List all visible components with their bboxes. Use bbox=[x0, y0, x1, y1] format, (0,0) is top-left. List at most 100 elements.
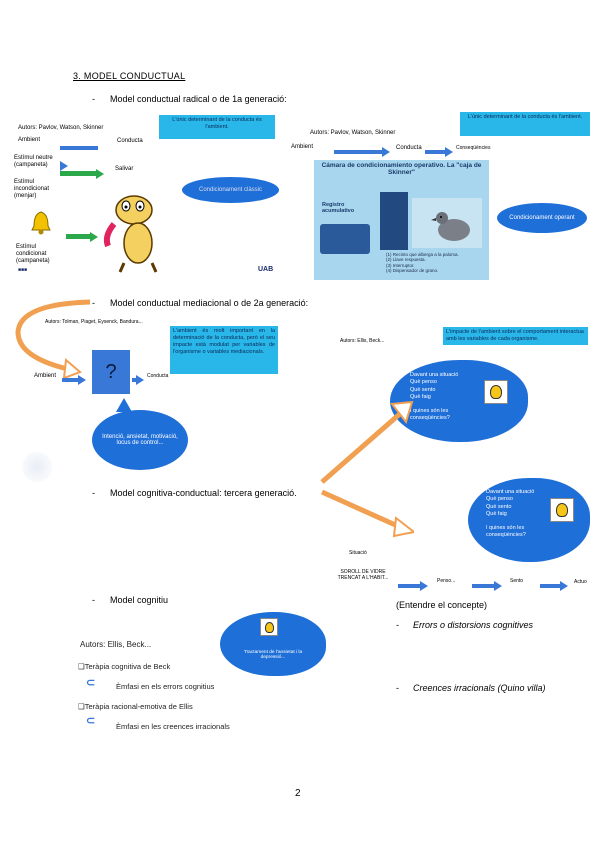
inset-item2-label: Teràpia racional-emotiva de Ellis bbox=[84, 702, 193, 711]
sec4-bullet: - bbox=[92, 595, 95, 605]
sec1-estimul-incond: Estímul incondicionat (menjar) bbox=[14, 179, 50, 199]
cloud-treatment: Tractament de l'ansietat i la depressió.… bbox=[220, 612, 326, 676]
sec2-arrow1 bbox=[62, 371, 86, 389]
registro-label: Registro acumulativo bbox=[322, 202, 355, 214]
sec3-situacio: Situació bbox=[349, 550, 367, 556]
inset-item2-sub: Èmfasi en les creences irracionals bbox=[116, 722, 230, 731]
small-logo-icon: ■■■ bbox=[18, 267, 28, 273]
cloud-line: I quines són les conseqüències? bbox=[486, 524, 526, 539]
legend-item: (4) Dispensador de grano. bbox=[386, 268, 439, 274]
sec3-sento: Sento bbox=[510, 578, 524, 584]
cloud2-text: Davant una situació Què penso Què sento … bbox=[486, 489, 546, 540]
pigeon-icon bbox=[430, 206, 474, 246]
cloud-line: Què penso bbox=[486, 496, 513, 503]
sec2-bullet: - bbox=[92, 298, 95, 308]
lightbulb-icon bbox=[260, 618, 278, 636]
inset-item1: ❑Teràpia cognitiva de Beck bbox=[78, 662, 171, 671]
skinner-legend: (1) Recinto que alberga a la paloma. (2)… bbox=[386, 252, 459, 274]
sec4-bullet2: Creences irracionals (Quino villa) bbox=[413, 683, 546, 693]
sec4-entendre: (Entendre el concepte) bbox=[396, 600, 488, 610]
cognitive-model-inset: Autors: Ellis, Beck... Tractament de l'a… bbox=[70, 610, 326, 738]
lightbulb-icon bbox=[484, 380, 508, 404]
blob-tail bbox=[116, 398, 132, 412]
section-heading: 3. MODEL CONDUCTUAL bbox=[73, 71, 186, 81]
sec1-green-arrow2 bbox=[66, 228, 98, 246]
cloud-thinking-2: Davant una situació Què penso Què sento … bbox=[468, 478, 590, 562]
sec2-right-authors: Autors: Ellis, Beck... bbox=[340, 338, 385, 344]
cloud-line: Què penso bbox=[410, 379, 437, 386]
cloud-treatment-text: Tractament de l'ansietat i la depressió.… bbox=[243, 650, 303, 660]
sec1-right-authors: Autors: Pavlov, Watson, Skinner bbox=[310, 130, 396, 136]
legend-item: (3) Interruptor. bbox=[386, 262, 415, 268]
sec2-right-box: L'impacte de l'ambient sobre el comporta… bbox=[443, 327, 588, 345]
cloud1-text: Davant una situació Què penso Què sento … bbox=[410, 372, 474, 423]
cloud-line: Què faig bbox=[410, 394, 431, 401]
sec1-blob-classic: Condicionament clàssic bbox=[182, 177, 279, 203]
skinner-title: Cámara de condicionamiento operativo. La… bbox=[321, 162, 482, 176]
recorder-device-icon bbox=[320, 224, 370, 254]
sec1-left-authors: Autors: Pavlov, Watson, Skinner bbox=[18, 125, 104, 131]
page-number: 2 bbox=[295, 788, 301, 799]
curved-arrow-small-icon: ⊂ bbox=[86, 677, 96, 689]
sec1-right-conducta: Conducta bbox=[396, 145, 422, 151]
sec1-salivar: Salivar bbox=[115, 166, 134, 172]
sec1-left-box: L'únic determinant de la conducta és l'a… bbox=[159, 115, 275, 139]
question-box: ? bbox=[92, 350, 130, 394]
legend-item: (2) Llave respuesta. bbox=[386, 257, 426, 263]
sec3-arrow3 bbox=[540, 577, 568, 595]
sec1-right-arrow1 bbox=[334, 143, 390, 161]
sec3-title: Model cognitiva-conductual: tercera gene… bbox=[110, 488, 297, 498]
cloud-line: Davant una situació bbox=[486, 489, 535, 495]
sec4-bullet2-dash: - bbox=[396, 683, 399, 693]
legend-item: (1) Recinto que alberga a la paloma. bbox=[386, 252, 459, 257]
sec1-green-arrow1 bbox=[60, 165, 104, 183]
sec2-box: L'ambient és molt important en la determ… bbox=[170, 326, 278, 374]
uab-logo: UAB bbox=[258, 266, 274, 273]
sec1-right-arrow2 bbox=[425, 143, 453, 161]
curved-arrow-icon bbox=[10, 296, 92, 380]
sec3-actuo: Actuo bbox=[574, 579, 587, 585]
sec1-bullet: - bbox=[92, 94, 95, 104]
sec3-soroll: SOROLL DE VIDRE TRENCAT A L'HABIT... bbox=[337, 569, 389, 581]
cloud-line: Què faig bbox=[486, 511, 507, 518]
sec2-conducta: Conducta bbox=[147, 373, 169, 379]
sec1-right-box: L'únic determinant de la conducta és l'a… bbox=[460, 112, 590, 136]
sec3-arrow2 bbox=[472, 577, 502, 595]
sec4-bullet1-dash: - bbox=[396, 620, 399, 630]
cloud-line: Davant una situació bbox=[410, 372, 459, 378]
sec1-right-consequencies: Conseqüències bbox=[456, 145, 491, 151]
inset-item1-sub: Èmfasi en els errors cognitius bbox=[116, 682, 215, 691]
dog-cartoon-icon bbox=[96, 188, 166, 273]
decorative-glow bbox=[22, 452, 52, 482]
sec1-title: Model conductual radical o de 1a generac… bbox=[110, 94, 287, 104]
sec1-estimul-cond: Estímul condicionat (campaneta) bbox=[16, 244, 50, 264]
sec4-bullet1: Errors o distorsions cognitives bbox=[413, 620, 534, 630]
cloud-line: I quines són les conseqüències? bbox=[410, 407, 450, 422]
sec1-right-ambient: Ambient bbox=[291, 144, 314, 150]
inset-item2: ❑Teràpia racional-emotiva de Ellis bbox=[78, 702, 193, 711]
cloud-line: Què sento bbox=[486, 503, 512, 510]
bell-icon bbox=[30, 210, 52, 236]
sec2-blob: Intenció, ansietat, motivació, locus de … bbox=[92, 410, 188, 470]
inset-item1-label: Teràpia cognitiva de Beck bbox=[84, 662, 171, 671]
skinner-box-image: Cámara de condicionamiento operativo. La… bbox=[314, 160, 489, 280]
sec2-arrow2 bbox=[132, 371, 144, 389]
sec3-arrow1 bbox=[398, 577, 428, 595]
sec1-blob-operant: Condicionament operant bbox=[497, 203, 587, 233]
sec2-ambient: Ambient bbox=[34, 373, 57, 379]
sec1-left-ambient: Ambient bbox=[18, 137, 41, 143]
inset-authors: Autors: Ellis, Beck... bbox=[80, 640, 152, 649]
sec2-title: Model conductual mediacional o de 2a gen… bbox=[110, 298, 309, 308]
cloud-line: Què sento bbox=[410, 386, 436, 393]
orange-arrows-icon bbox=[318, 398, 417, 538]
skinner-panel bbox=[380, 192, 408, 250]
sec2-authors: Autors: Tolman, Piaget, Eysenck, Bandura… bbox=[45, 319, 143, 325]
sec4-title: Model cognitiu bbox=[110, 595, 169, 605]
curved-arrow-small-icon: ⊂ bbox=[86, 715, 96, 727]
sec1-estimul-neutre: Estímul neutre (campaneta) bbox=[14, 155, 53, 168]
sec1-left-arrow1 bbox=[60, 139, 102, 175]
lightbulb-icon bbox=[550, 498, 574, 522]
sec1-left-conducta: Conducta bbox=[117, 138, 143, 144]
sec3-bullet: - bbox=[92, 488, 95, 498]
sec3-penso: Penso... bbox=[437, 578, 456, 584]
